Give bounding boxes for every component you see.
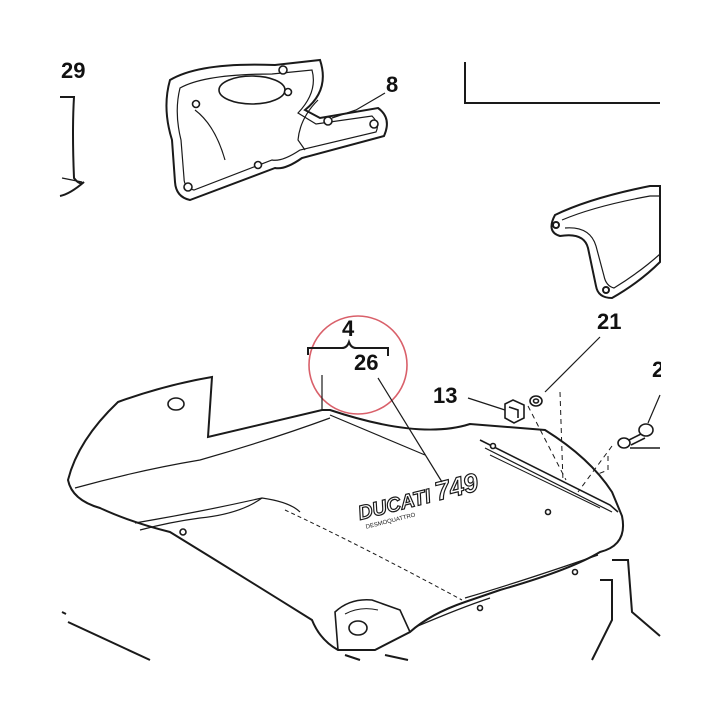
callout-26: 26 bbox=[354, 350, 378, 375]
decal-model: 749 bbox=[432, 467, 482, 507]
main-fairing-panel bbox=[66, 375, 624, 651]
leader-2 bbox=[647, 394, 661, 424]
part-8-screws bbox=[183, 65, 379, 192]
leader-8 bbox=[331, 92, 386, 119]
part-2-screw bbox=[617, 423, 654, 449]
frame-corner bbox=[464, 62, 660, 104]
callout-4: 4 bbox=[342, 316, 355, 341]
part-29-panel bbox=[59, 96, 85, 197]
leader-26 bbox=[377, 377, 443, 483]
fairing-decal: DUCATI 749 DESMOQUATTRO bbox=[355, 466, 482, 531]
callout-8: 8 bbox=[386, 72, 398, 97]
callout-13: 13 bbox=[433, 383, 457, 408]
leader-13 bbox=[467, 397, 506, 411]
callout-21: 21 bbox=[597, 309, 621, 334]
part-13-clip bbox=[504, 399, 525, 424]
lower-frame-parts bbox=[61, 559, 661, 661]
assembly-dashed-lines bbox=[527, 391, 613, 493]
callout-29: 29 bbox=[61, 58, 85, 83]
bottom-margin bbox=[0, 661, 720, 720]
upper-right-bracket bbox=[550, 185, 661, 300]
main-fairing-holes bbox=[167, 397, 579, 612]
brace-4 bbox=[307, 338, 389, 356]
part-21-nut bbox=[529, 395, 543, 407]
right-margin bbox=[661, 0, 720, 720]
highlight-circle bbox=[308, 315, 408, 415]
leader-21 bbox=[544, 336, 601, 393]
part-8-inner-panel bbox=[165, 58, 388, 202]
